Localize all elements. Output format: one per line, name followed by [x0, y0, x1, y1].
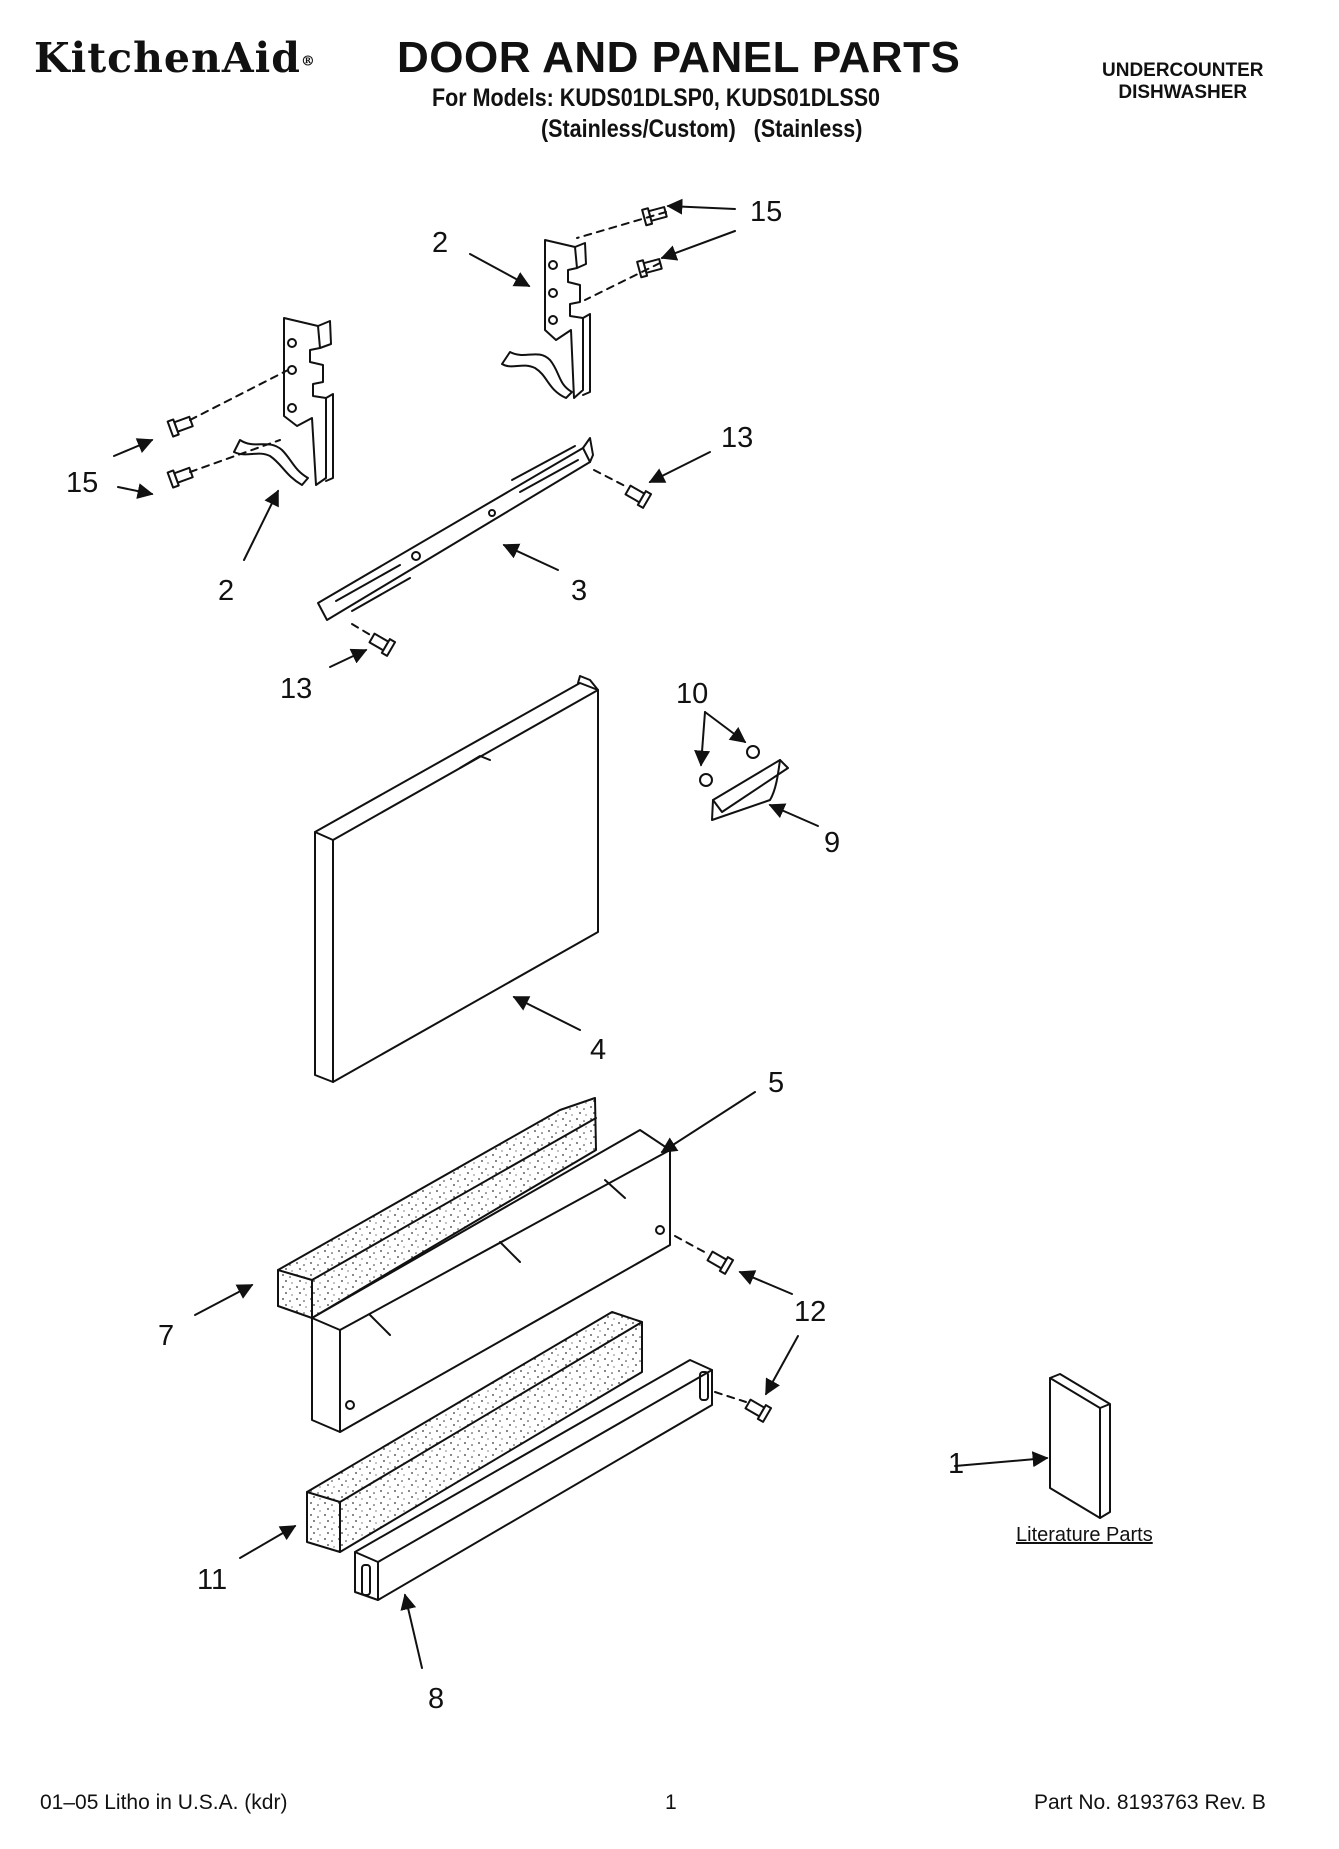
- callout-labels: 15 2 15 2 3 13 13 10 9 4 5 7 12 1 11 8: [66, 196, 964, 1715]
- registered-mark: ®: [300, 53, 316, 70]
- kick-panel-bracket: [311, 1129, 671, 1433]
- callout-2-lower: 2: [218, 575, 234, 607]
- callout-15-upper: 15: [750, 196, 782, 228]
- callout-7: 7: [158, 1320, 174, 1352]
- callout-11: 11: [197, 1564, 227, 1596]
- appliance-category: UNDERCOUNTER DISHWASHER: [1102, 60, 1264, 104]
- door-panel: [314, 675, 599, 1083]
- models-line: For Models: KUDS01DLSP0, KUDS01DLSS0: [432, 84, 881, 112]
- hinge-bracket-left: [233, 317, 334, 486]
- literature-parts-label: Literature Parts: [1016, 1524, 1153, 1546]
- foam-strip-upper: [277, 1097, 597, 1319]
- screws-12: [674, 1235, 773, 1423]
- callout-3: 3: [571, 575, 587, 607]
- mounting-rail: [317, 437, 594, 621]
- callout-4: 4: [590, 1034, 606, 1066]
- model-variants: (Stainless/Custom) (Stainless): [541, 115, 862, 144]
- callout-13-upper: 13: [721, 422, 753, 454]
- screws-13: [351, 469, 653, 657]
- variant-stainless: (Stainless): [753, 115, 863, 143]
- callout-1: 1: [948, 1448, 964, 1480]
- screws-15: [166, 206, 668, 489]
- footer-print-info: 01–05 Litho in U.S.A. (kdr): [40, 1791, 288, 1814]
- foam-block-lower: [306, 1311, 643, 1553]
- callout-15-lower: 15: [66, 467, 98, 499]
- handle-and-nuts: [699, 745, 789, 821]
- category-line-2: DISHWASHER: [1118, 82, 1248, 103]
- brand-name: KitchenAid: [34, 34, 301, 82]
- callout-10: 10: [676, 678, 708, 710]
- brand-logo: KitchenAid®: [34, 34, 316, 82]
- variant-stainless-custom: (Stainless/Custom): [541, 115, 736, 143]
- page-title: DOOR AND PANEL PARTS: [397, 33, 961, 82]
- callout-5: 5: [768, 1067, 784, 1099]
- callout-13-lower: 13: [280, 673, 312, 705]
- callout-9: 9: [824, 827, 840, 859]
- toe-plate: [354, 1359, 713, 1601]
- callout-2-upper: 2: [432, 227, 448, 259]
- footer-part-number: Part No. 8193763 Rev. B: [1034, 1791, 1266, 1814]
- callout-arrows: [113, 198, 1049, 1669]
- literature-booklet: [1049, 1373, 1111, 1519]
- callout-12: 12: [794, 1296, 826, 1328]
- callout-8: 8: [428, 1683, 444, 1715]
- hinge-bracket-right: [501, 239, 591, 399]
- footer-page-number: 1: [665, 1791, 677, 1814]
- category-line-1: UNDERCOUNTER: [1102, 60, 1264, 81]
